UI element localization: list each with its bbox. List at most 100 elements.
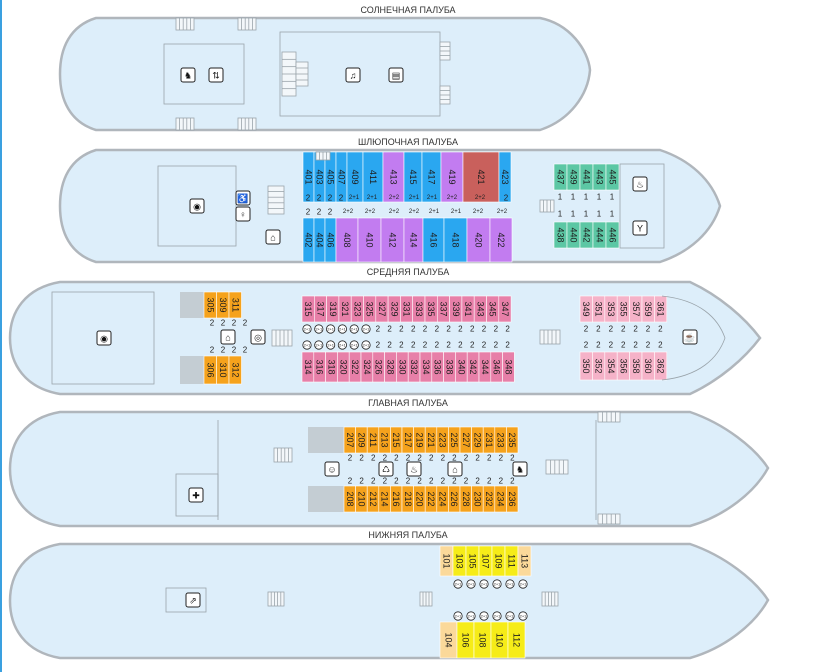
cabin-309[interactable]: 309: [216, 291, 230, 319]
cabin-344[interactable]: 344: [478, 351, 492, 383]
cabin-354[interactable]: 354: [604, 351, 618, 381]
cabin-351[interactable]: 351: [592, 295, 606, 323]
cabin-328[interactable]: 328: [384, 351, 397, 383]
cabin-423[interactable]: 423: [498, 151, 512, 203]
cabin-414[interactable]: 414: [403, 217, 424, 263]
cabin-443[interactable]: 443: [592, 163, 607, 191]
cabin-104[interactable]: 104: [439, 621, 458, 659]
cabin-218[interactable]: 218: [401, 485, 414, 513]
cabin-410[interactable]: 410: [357, 217, 382, 263]
cabin-323[interactable]: 323: [350, 295, 364, 323]
cabin-438[interactable]: 438: [553, 221, 568, 249]
cabin-327[interactable]: 327: [375, 295, 389, 323]
toilet-icon[interactable]: ⌂: [447, 461, 463, 477]
cabin-446[interactable]: 446: [605, 221, 620, 249]
cabin-320[interactable]: 320: [337, 351, 350, 383]
cabin-305[interactable]: 305: [203, 291, 217, 319]
cabin-361[interactable]: 361: [654, 295, 668, 323]
cabin-358[interactable]: 358: [629, 351, 643, 381]
cabin-101[interactable]: 101: [439, 545, 454, 577]
cabin-312[interactable]: 312: [228, 355, 242, 385]
cabin-339[interactable]: 339: [449, 295, 463, 323]
cabin-402[interactable]: 402: [302, 217, 315, 263]
cabin-416[interactable]: 416: [422, 217, 445, 263]
cabin-445[interactable]: 445: [605, 163, 620, 191]
wc-icon[interactable]: ♀: [235, 206, 251, 222]
cabin-331[interactable]: 331: [400, 295, 413, 323]
cabin-326[interactable]: 326: [372, 351, 385, 383]
cabin-315[interactable]: 315: [301, 295, 315, 323]
cabin-105[interactable]: 105: [465, 545, 480, 577]
staircase-icon[interactable]: ⇗: [185, 592, 201, 608]
cabin-232[interactable]: 232: [482, 485, 496, 513]
cabin-346[interactable]: 346: [490, 351, 503, 383]
atm-icon[interactable]: ▤: [388, 67, 404, 83]
cabin-319[interactable]: 319: [326, 295, 340, 323]
cabin-334[interactable]: 334: [419, 351, 433, 383]
cabin-444[interactable]: 444: [592, 221, 607, 249]
cabin-316[interactable]: 316: [313, 351, 326, 383]
cabin-408[interactable]: 408: [335, 217, 359, 263]
cabin-212[interactable]: 212: [366, 485, 380, 513]
cabin-335[interactable]: 335: [424, 295, 438, 323]
cabin-311[interactable]: 311: [228, 291, 242, 319]
toilet-icon[interactable]: ⌂: [265, 229, 281, 245]
shower-icon[interactable]: ♨: [406, 461, 422, 477]
cabin-214[interactable]: 214: [378, 485, 391, 513]
cabin-235[interactable]: 235: [506, 426, 519, 454]
cabin-217[interactable]: 217: [401, 426, 414, 454]
cabin-437[interactable]: 437: [553, 163, 568, 191]
cabin-318[interactable]: 318: [325, 351, 338, 383]
cabin-229[interactable]: 229: [471, 426, 484, 454]
cabin-325[interactable]: 325: [363, 295, 377, 323]
cabin-355[interactable]: 355: [616, 295, 630, 323]
cabin-225[interactable]: 225: [448, 426, 461, 454]
music-icon[interactable]: ♫: [345, 67, 361, 83]
cabin-412[interactable]: 412: [380, 217, 405, 263]
cabin-330[interactable]: 330: [396, 351, 409, 383]
cabin-227[interactable]: 227: [459, 426, 472, 454]
cabin-224[interactable]: 224: [436, 485, 449, 513]
restaurant-icon[interactable]: ◉: [96, 330, 112, 346]
cabin-343[interactable]: 343: [473, 295, 487, 323]
cabin-349[interactable]: 349: [579, 295, 593, 323]
cabin-219[interactable]: 219: [413, 426, 426, 454]
cabin-345[interactable]: 345: [486, 295, 500, 323]
cabin-324[interactable]: 324: [360, 351, 374, 383]
cabin-213[interactable]: 213: [378, 426, 391, 454]
cabin-220[interactable]: 220: [413, 485, 426, 513]
cabin-107[interactable]: 107: [478, 545, 493, 577]
cabin-442[interactable]: 442: [579, 221, 594, 249]
cabin-415[interactable]: 415: [403, 151, 423, 203]
washing-machine-icon[interactable]: ◎: [250, 329, 266, 345]
cafe-icon[interactable]: ☕: [682, 329, 698, 345]
cabin-211[interactable]: 211: [366, 426, 380, 454]
cabin-332[interactable]: 332: [407, 351, 421, 383]
cabin-110[interactable]: 110: [490, 621, 509, 659]
cabin-230[interactable]: 230: [471, 485, 484, 513]
cabin-322[interactable]: 322: [348, 351, 362, 383]
cabin-350[interactable]: 350: [579, 351, 593, 381]
cabin-108[interactable]: 108: [473, 621, 492, 659]
cabin-221[interactable]: 221: [424, 426, 438, 454]
cabin-215[interactable]: 215: [390, 426, 403, 454]
cabin-422[interactable]: 422: [489, 217, 513, 263]
cabin-352[interactable]: 352: [592, 351, 606, 381]
cabin-342[interactable]: 342: [466, 351, 480, 383]
cabin-109[interactable]: 109: [491, 545, 506, 577]
lounge-icon[interactable]: ☺: [324, 461, 340, 477]
restroom-icon[interactable]: ♞: [512, 461, 528, 477]
cabin-207[interactable]: 207: [343, 426, 356, 454]
cabin-418[interactable]: 418: [443, 217, 468, 263]
cabin-329[interactable]: 329: [387, 295, 401, 323]
cabin-236[interactable]: 236: [506, 485, 519, 513]
cabin-208[interactable]: 208: [343, 485, 356, 513]
cabin-106[interactable]: 106: [456, 621, 475, 659]
cabin-112[interactable]: 112: [507, 621, 526, 659]
cabin-440[interactable]: 440: [566, 221, 581, 249]
cabin-103[interactable]: 103: [452, 545, 467, 577]
wc-icon[interactable]: ♿: [235, 190, 251, 206]
cabin-421[interactable]: 421: [462, 151, 500, 203]
cabin-338[interactable]: 338: [443, 351, 456, 383]
cabin-310[interactable]: 310: [216, 355, 230, 385]
